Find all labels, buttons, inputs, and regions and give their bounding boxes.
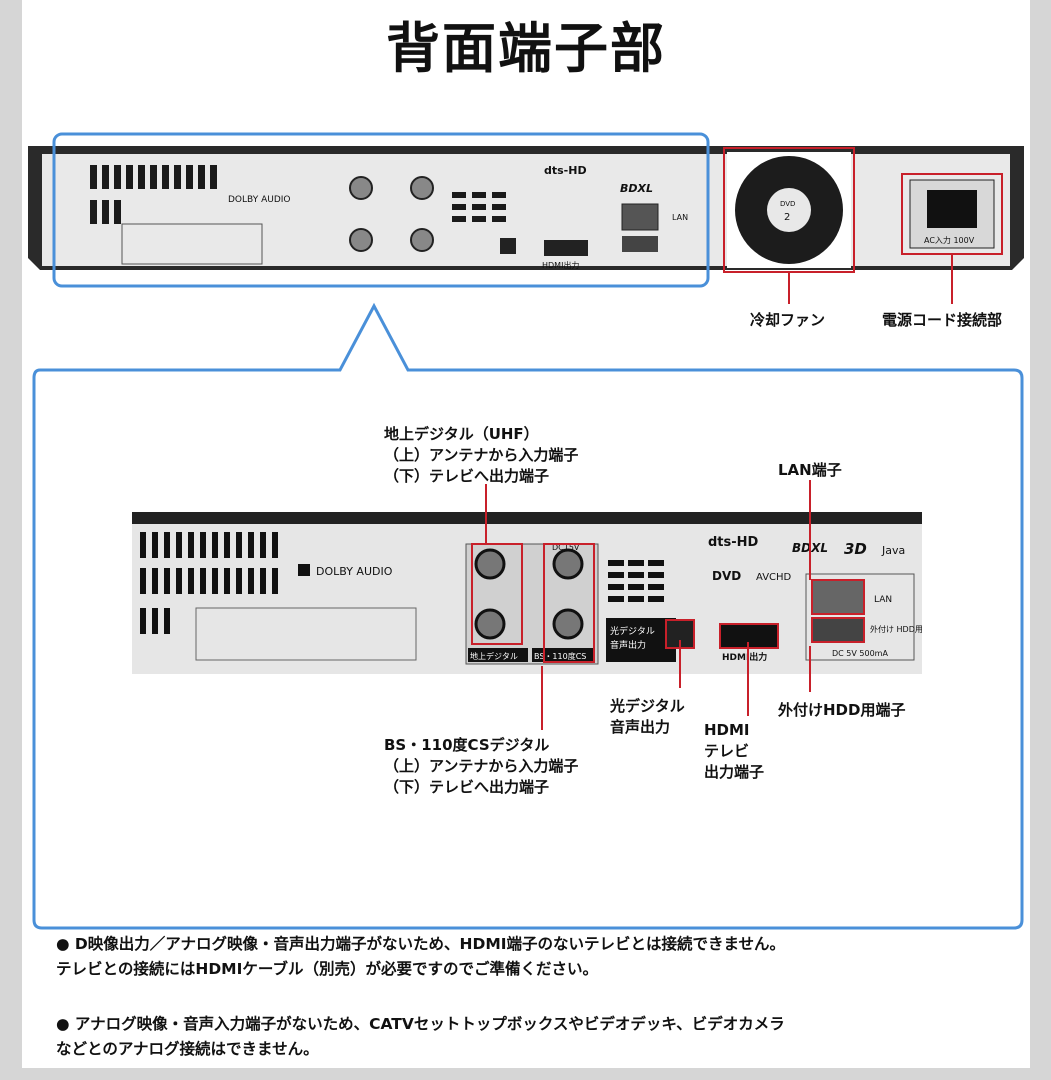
- svg-text:外付け HDD用: 外付け HDD用: [870, 624, 922, 634]
- zoom-vent-grille: [140, 532, 278, 634]
- callout-bs: BS・110度CSデジタル （上）アンテナから入力端子 （下）テレビへ出力端子: [384, 736, 579, 796]
- svg-text:音声出力: 音声出力: [610, 639, 646, 651]
- leader-lines-top: [788, 290, 953, 304]
- highlight-blue-frame: [52, 132, 710, 288]
- svg-text:DC15V: DC15V: [552, 543, 580, 552]
- svg-text:地上デジタル: 地上デジタル: [470, 651, 518, 661]
- svg-text:3D: 3D: [844, 540, 867, 558]
- callout-optical: 光デジタル 音声出力: [610, 697, 685, 736]
- rear-panel-zoom: DOLBY AUDIO 地上デジタル BS・110度CS DC15V 光デジタル…: [132, 512, 922, 674]
- svg-text:dts-HD: dts-HD: [544, 164, 587, 177]
- highlight-uhf: [471, 543, 523, 645]
- cooling-fan: DVD 2: [727, 152, 851, 268]
- label-power-connector: 電源コード接続部: [882, 311, 1003, 329]
- usb-port-small: [622, 236, 658, 252]
- page: 背面端子部 DOLBY AUDIO HDMI出力 dts-HD BDXL: [22, 0, 1030, 1068]
- zoom-chassis-top: [132, 512, 922, 524]
- highlight-bs: [543, 543, 595, 663]
- svg-text:dts-HD: dts-HD: [708, 535, 759, 550]
- note-analog-unsupported: ● アナログ映像・音声入力端子がないため、CATVセットトップボックスやビデオデ…: [56, 1015, 785, 1058]
- vent-grille-left: [90, 165, 217, 224]
- zoom-dolby-logo: DOLBY AUDIO: [316, 565, 393, 578]
- svg-text:DVD: DVD: [780, 200, 795, 208]
- svg-text:HDMI出力: HDMI出力: [722, 651, 767, 663]
- zoom-usb-port: [811, 617, 865, 643]
- svg-text:LAN: LAN: [874, 595, 892, 605]
- svg-text:2: 2: [784, 212, 790, 223]
- page-title: 背面端子部: [386, 17, 666, 80]
- callout-hdmi: HDMI テレビ 出力端子: [704, 721, 765, 781]
- antenna-connectors: [349, 176, 434, 252]
- rear-panel-overview: DOLBY AUDIO HDMI出力 dts-HD BDXL LAN DVD: [28, 132, 1024, 290]
- optical-port-small: [500, 238, 516, 254]
- svg-text:AVCHD: AVCHD: [756, 572, 792, 583]
- svg-text:AC入力 100V: AC入力 100V: [924, 235, 975, 245]
- svg-text:DC 5V 500mA: DC 5V 500mA: [832, 649, 888, 658]
- svg-text:BS・110度CS: BS・110度CS: [534, 651, 586, 661]
- svg-text:HDMI出力: HDMI出力: [542, 260, 579, 270]
- callout-lan: LAN端子: [778, 461, 842, 479]
- zoom-vent-center: [608, 560, 664, 602]
- note-hdmi-required: ● D映像出力／アナログ映像・音声出力端子がないため、HDMI端子のないテレビと…: [56, 935, 786, 978]
- callout-hdd: 外付けHDD用端子: [778, 701, 906, 719]
- hdmi-port-small: [544, 240, 588, 256]
- vent-grille-center: [452, 192, 506, 222]
- power-inlet: AC入力 100V: [909, 179, 995, 249]
- lan-port-small: [621, 203, 659, 231]
- leader-lines-zoom: [485, 480, 811, 730]
- svg-text:BDXL: BDXL: [620, 182, 653, 195]
- svg-text:光デジタル: 光デジタル: [610, 625, 655, 637]
- dolby-logo: DOLBY AUDIO: [228, 195, 290, 205]
- svg-text:Java: Java: [881, 544, 905, 557]
- zoom-lan-port: [811, 579, 865, 615]
- callout-uhf: 地上デジタル（UHF） （上）アンテナから入力端子 （下）テレビへ出力端子: [384, 425, 579, 485]
- svg-text:DVD: DVD: [712, 569, 741, 583]
- label-cooling-fan: 冷却ファン: [750, 311, 826, 329]
- svg-text:LAN: LAN: [672, 213, 688, 222]
